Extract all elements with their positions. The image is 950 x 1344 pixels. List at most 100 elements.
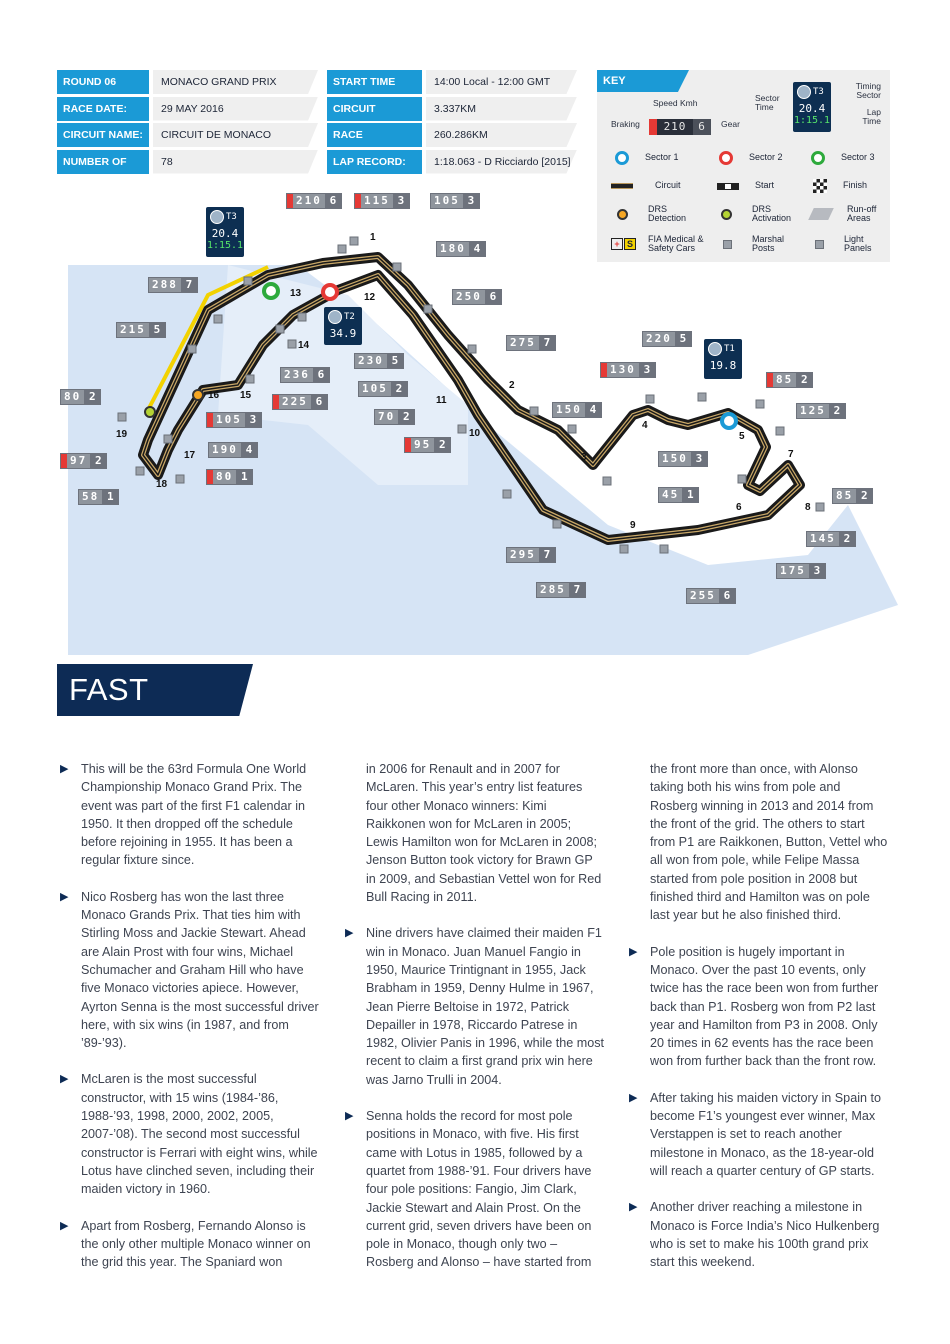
race-date-value: 29 MAY 2016 xyxy=(153,96,318,121)
medical-safety-car-icon: +S xyxy=(611,238,636,250)
finish-label: Finish xyxy=(843,180,868,191)
light-panel-icon xyxy=(815,239,824,249)
turn-number: 9 xyxy=(630,520,636,531)
sample-lap-time: 1:15.1 xyxy=(793,115,831,126)
info-row: NUMBER OF LAPS: 78 LAP RECORD: 1:18.063 … xyxy=(57,149,577,192)
marshal-post-icon xyxy=(723,239,732,249)
sector2-marker-icon xyxy=(321,283,339,301)
info-row: ROUND 06 MONACO GRAND PRIX START TIME 14… xyxy=(57,70,577,97)
gear-label: Gear xyxy=(721,119,740,129)
key-sector2: Sector 2 xyxy=(719,146,783,170)
race-distance-label: RACE DISTANCE: xyxy=(327,123,422,165)
lap-record-value: 1:18.063 - D Ricciardo [2015] xyxy=(426,149,577,174)
turn-number: 15 xyxy=(240,390,252,401)
fact-paragraph: Apart from Rosberg, Fernando Alonso is t… xyxy=(57,1217,319,1272)
sector-name: T1 xyxy=(724,344,735,354)
drs-detection-icon xyxy=(192,389,204,401)
start-label: Start xyxy=(755,180,775,191)
fast-facts-column-1: This will be the 63rd Formula One World … xyxy=(57,760,319,1289)
turn-number: 14 xyxy=(298,340,310,351)
sector-time: 20.4 xyxy=(211,227,239,240)
turn-number: 10 xyxy=(469,428,481,439)
key-sector3: Sector 3 xyxy=(811,146,875,170)
start-time-value: 14:00 Local - 12:00 GMT xyxy=(426,70,577,94)
sector-name: T2 xyxy=(344,312,355,322)
round-value: MONACO GRAND PRIX xyxy=(153,70,318,94)
sector3-marker-icon xyxy=(811,151,825,165)
sector2-marker-icon xyxy=(719,151,733,165)
turn-number: 18 xyxy=(156,479,168,490)
turn-number: 5 xyxy=(739,431,745,442)
drs-zone xyxy=(146,265,269,411)
sample-gear: 6 xyxy=(693,119,711,135)
drs-activation-icon xyxy=(721,208,732,220)
race-distance-value: 260.286KM xyxy=(426,123,577,147)
drs-detection-icon xyxy=(617,208,628,220)
fast-facts-column-3: the front more than once, with Alonso ta… xyxy=(626,760,888,1289)
fact-paragraph: Pole position is hugely important in Mon… xyxy=(626,943,888,1071)
fact-paragraph: Nico Rosberg has won the last three Mona… xyxy=(57,888,319,1053)
marshal-posts xyxy=(117,236,825,554)
sample-speed-readout: 210 6 xyxy=(649,119,713,135)
key-drs-activation: DRS Activation xyxy=(721,202,796,226)
sample-sector-name: T3 xyxy=(813,87,824,97)
key-instruments: Speed Kmh Braking Gear 210 6 Sector Time… xyxy=(597,70,890,142)
key-finish: Finish xyxy=(813,174,867,198)
sector-time: 19.8 xyxy=(709,359,737,372)
turn-number: 2 xyxy=(509,380,515,391)
turn-number: 8 xyxy=(805,502,811,513)
drs-activation-icon xyxy=(144,406,156,418)
fact-paragraph: McLaren is the most successful construct… xyxy=(57,1070,319,1198)
turn-number: 6 xyxy=(736,502,742,513)
key-sector1: Sector 1 xyxy=(615,146,679,170)
turn-number: 11 xyxy=(436,395,447,406)
turn-number: 13 xyxy=(290,288,302,299)
race-date-label: RACE DATE: xyxy=(57,96,149,121)
turn-number: 19 xyxy=(116,429,128,440)
fact-paragraph: in 2006 for Renault and in 2007 for McLa… xyxy=(366,762,602,905)
sample-speed: 210 xyxy=(657,119,693,135)
fact-paragraph: Senna holds the record for most pole pos… xyxy=(342,1107,604,1272)
circuit-length-value: 3.337KM xyxy=(426,96,577,121)
key-row-sectors: Sector 1 Sector 2 Sector 3 xyxy=(597,146,890,170)
sector-name: T3 xyxy=(226,212,237,222)
braking-indicator xyxy=(649,119,657,135)
drs-activation-label: DRS Activation xyxy=(752,203,792,223)
light-label: Light Panels xyxy=(844,233,872,253)
key-circuit: Circuit xyxy=(611,174,681,198)
circuit-label: Circuit xyxy=(655,180,681,191)
key-fia: +S FIA Medical & Safety Cars xyxy=(611,232,708,256)
turn-number: 3 xyxy=(581,452,587,463)
fact-paragraph: This will be the 63rd Formula One World … xyxy=(57,760,319,870)
timing-sector-label: Timing Sector xyxy=(855,81,881,101)
sector1-marker-icon xyxy=(615,151,629,165)
key-row-services: +S FIA Medical & Safety Cars Marshal Pos… xyxy=(597,232,890,256)
lap-time-label: Lap Time xyxy=(862,107,881,127)
turn-number: 4 xyxy=(642,420,648,431)
turn-number: 16 xyxy=(208,390,220,401)
round-label: ROUND 06 xyxy=(57,70,149,94)
fact-paragraph: Another driver reaching a milestone in M… xyxy=(626,1198,888,1271)
